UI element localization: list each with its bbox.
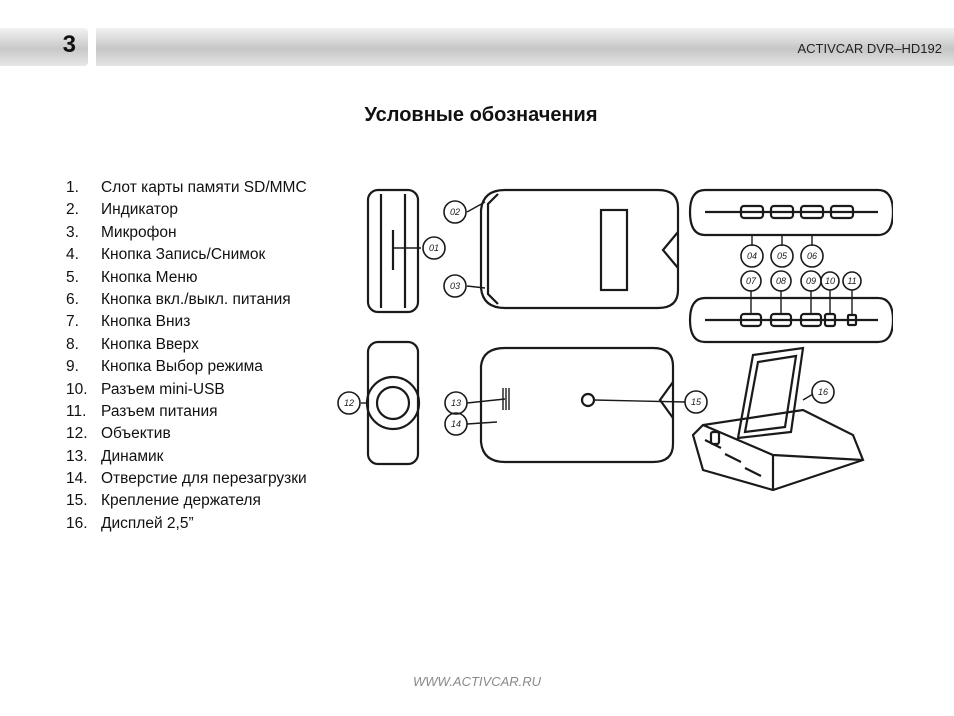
legend-number: 14. — [66, 470, 88, 488]
legend-number: 8. — [66, 335, 79, 353]
legend-number: 1. — [66, 179, 79, 196]
callout-label: 15 — [691, 397, 702, 407]
legend-item: 16. Дисплей 2,5” — [66, 513, 307, 535]
page-title: Условные обозначения — [364, 104, 598, 126]
legend-label: Объектив — [101, 425, 171, 443]
legend-number: 13. — [66, 447, 88, 465]
legend-item: 15. Крепление держателя — [66, 490, 307, 512]
legend-item: 2. Индикатор — [66, 199, 307, 221]
legend-number: 7. — [66, 313, 79, 331]
legend-item: 9. Кнопка Выбор режима — [66, 356, 307, 378]
legend-label: Динамик — [101, 447, 164, 465]
legend-list: 1. Слот карты памяти SD/MMC 2. Индикатор 3… — [66, 177, 307, 535]
legend-label: Разъем mini-USB — [101, 380, 225, 398]
top-edge-view — [688, 188, 893, 237]
bottom-view — [479, 346, 675, 464]
callout-label: 07 — [746, 276, 757, 286]
legend-label: Дисплей 2,5” — [101, 514, 194, 532]
legend-item: 5. Кнопка Меню — [66, 267, 307, 289]
legend-label: Кнопка Вниз — [101, 313, 191, 331]
callout-label: 01 — [429, 243, 439, 253]
page-number-tab: 3 — [0, 28, 88, 66]
legend-item: 14. Отверстие для перезагрузки — [66, 468, 307, 490]
legend-number: 5. — [66, 268, 79, 286]
callout-label: 04 — [747, 251, 757, 261]
callout-08: 08 — [770, 270, 792, 292]
callout-04: 04 — [740, 244, 764, 268]
legend-label: Крепление держателя — [101, 492, 261, 510]
callout-09: 09 — [800, 270, 822, 292]
footer-url: WWW.ACTIVCAR.RU — [412, 674, 542, 689]
legend-item: 10. Разъем mini-USB — [66, 379, 307, 401]
legend-label: Индикатор — [101, 201, 178, 219]
callout-07: 07 — [740, 270, 762, 292]
callout-11: 11 — [842, 271, 862, 291]
callouts: 01 02 03 04 05 06 07 08 09 10 11 12 13 1… — [337, 200, 862, 436]
legend-item: 13. Динамик — [66, 446, 307, 468]
legend-item: 4. Кнопка Запись/Снимок — [66, 244, 307, 266]
bottom-edge-view — [688, 296, 893, 344]
model-name: ACTIVCAR DVR–HD192 — [797, 41, 943, 56]
callout-03: 03 — [443, 274, 467, 298]
leader-lines — [361, 201, 853, 425]
callout-label: 02 — [450, 207, 460, 217]
legend-item: 8. Кнопка Вверх — [66, 334, 307, 356]
top-view — [479, 188, 680, 310]
legend-label: Микрофон — [101, 223, 177, 241]
legend-item: 3. Микрофон — [66, 222, 307, 244]
legend-item: 1. Слот карты памяти SD/MMC — [66, 177, 307, 199]
callout-14: 14 — [444, 412, 468, 436]
header-bar: ACTIVCAR DVR–HD192 — [96, 28, 954, 66]
page-number: 3 — [62, 31, 76, 58]
legend-label: Кнопка вкл./выкл. питания — [101, 290, 291, 308]
legend-number: 6. — [66, 290, 79, 308]
callout-label: 09 — [806, 276, 816, 286]
side-view-lens — [365, 340, 421, 466]
legend-number: 3. — [66, 223, 79, 241]
callout-06: 06 — [800, 244, 824, 268]
callout-label: 10 — [825, 276, 835, 286]
callout-02: 02 — [443, 200, 467, 224]
callout-label: 13 — [451, 398, 461, 408]
legend-number: 11. — [66, 402, 87, 420]
callout-label: 03 — [450, 281, 460, 291]
legend-item: 6. Кнопка вкл./выкл. питания — [66, 289, 307, 311]
callout-label: 11 — [847, 276, 856, 286]
legend-item: 7. Кнопка Вниз — [66, 311, 307, 333]
legend-number: 16. — [66, 514, 88, 532]
callout-15: 15 — [684, 390, 708, 414]
legend-number: 2. — [66, 201, 79, 219]
perspective-view — [691, 346, 865, 492]
legend-number: 12. — [66, 425, 88, 443]
callout-16: 16 — [811, 380, 835, 404]
legend-number: 10. — [66, 380, 88, 398]
callout-label: 06 — [807, 251, 817, 261]
legend-item: 11. Разъем питания — [66, 401, 307, 423]
legend-label: Разъем питания — [101, 402, 218, 420]
callout-label: 14 — [451, 419, 461, 429]
legend-number: 15. — [66, 492, 88, 510]
callout-label: 08 — [776, 276, 786, 286]
side-view-sd — [366, 188, 421, 314]
callout-05: 05 — [770, 244, 794, 268]
callout-label: 16 — [818, 387, 828, 397]
callout-label: 12 — [344, 398, 354, 408]
legend-number: 4. — [66, 246, 79, 264]
legend-label: Слот карты памяти SD/MMC — [101, 179, 307, 196]
legend-label: Кнопка Выбор режима — [101, 358, 263, 376]
callout-12: 12 — [337, 391, 361, 415]
callout-01: 01 — [422, 236, 446, 260]
callout-10: 10 — [820, 271, 840, 291]
legend-label: Кнопка Вверх — [101, 335, 199, 353]
callout-label: 05 — [777, 251, 788, 261]
legend-item: 12. Объектив — [66, 423, 307, 445]
legend-label: Кнопка Запись/Снимок — [101, 246, 266, 264]
legend-label: Кнопка Меню — [101, 268, 198, 286]
legend-number: 9. — [66, 358, 79, 376]
device-diagram: 01 02 03 04 05 06 07 08 09 10 11 12 13 1… — [337, 188, 893, 492]
callout-13: 13 — [444, 391, 468, 415]
legend-label: Отверстие для перезагрузки — [101, 470, 307, 488]
